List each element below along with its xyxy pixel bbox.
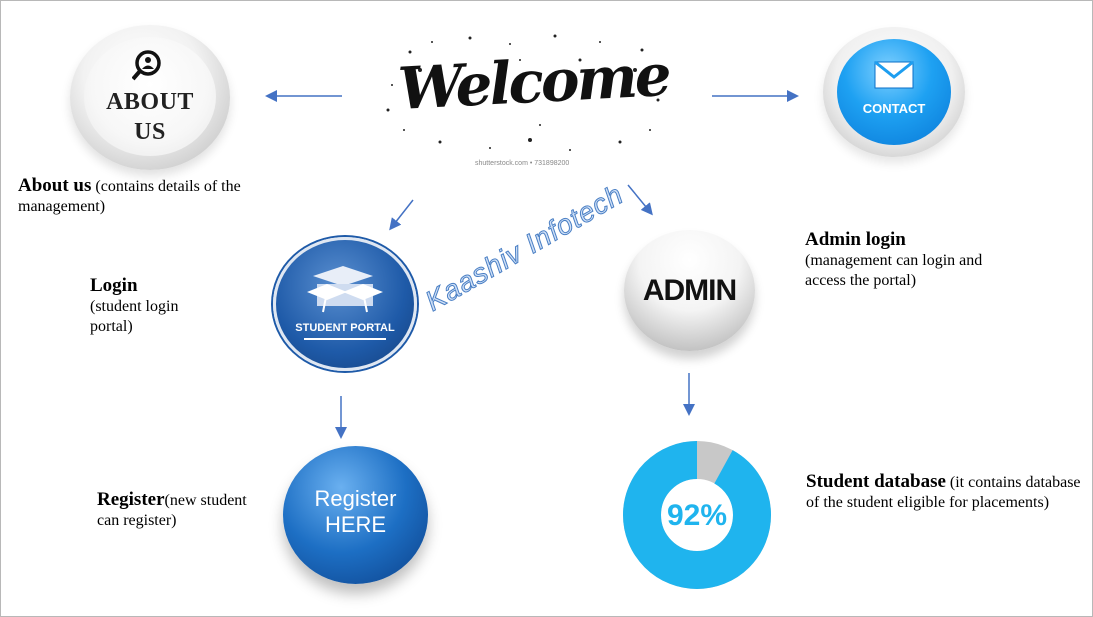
admin-title: Admin login: [805, 229, 906, 250]
admin-image-text: ADMIN: [642, 274, 737, 307]
contact-image-text: CONTACT: [862, 101, 926, 116]
admin-button[interactable]: ADMIN: [624, 230, 755, 351]
register-desc: (new student can register): [97, 492, 247, 529]
register-title: Register: [97, 489, 165, 510]
arrow-welcome-to-admin: [627, 184, 653, 216]
about-title: About us: [18, 175, 92, 196]
register-image-text: Register HERE: [314, 486, 397, 537]
graduation-caps-icon: [307, 266, 383, 313]
portal-underline: [304, 338, 386, 340]
database-title: Student database: [806, 471, 946, 492]
register-caption: Register(new student can register): [97, 490, 257, 531]
about-us-inner: [84, 37, 216, 156]
login-title: Login: [90, 275, 138, 296]
welcome-credit: shutterstock.com • 731898200: [475, 160, 570, 167]
student-portal-button[interactable]: STUDENT PORTAL: [273, 237, 417, 371]
database-desc: (it contains database of the student eli…: [806, 474, 1081, 511]
student-portal-image-text: STUDENT PORTAL: [295, 322, 395, 334]
envelope-icon: [874, 61, 914, 89]
arrow-welcome-to-login: [389, 199, 414, 231]
about-us-image-text: ABOUT US: [106, 89, 194, 145]
database-donut[interactable]: 92%: [622, 440, 772, 590]
register-button[interactable]: Register HERE: [283, 446, 428, 584]
donut-filled-arc: [623, 441, 771, 589]
login-caption: Login (student login portal): [90, 276, 230, 337]
admin-caption: Admin login (management can login and ac…: [805, 230, 985, 291]
donut-percent-text: 92%: [667, 499, 727, 532]
welcome-image-text: Welcome: [396, 40, 671, 124]
about-us-button[interactable]: ABOUT US: [70, 25, 230, 170]
welcome-banner: Welcome shutterstock.com • 731898200: [380, 30, 680, 170]
database-caption: Student database (it contains database o…: [806, 472, 1088, 513]
confetti-dots: [386, 34, 666, 151]
contact-inner: CONTACT: [837, 39, 951, 145]
admin-desc: (management can login and access the por…: [805, 252, 983, 289]
about-desc: (contains details of the management): [18, 178, 241, 215]
search-person-icon: [132, 50, 161, 81]
about-caption: About us (contains details of the manage…: [18, 176, 268, 217]
contact-button[interactable]: CONTACT: [823, 27, 965, 157]
login-desc: (student login portal): [90, 298, 179, 335]
